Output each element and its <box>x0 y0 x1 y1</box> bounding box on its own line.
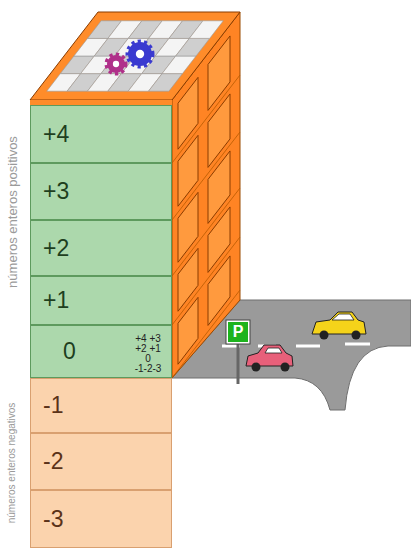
roof-tile <box>149 74 183 92</box>
floor-band: +1 <box>30 276 172 325</box>
floor-band: -3 <box>30 490 172 548</box>
floor-number: +1 <box>43 289 69 312</box>
floor-number: -3 <box>43 508 63 531</box>
floor-number: +3 <box>43 180 69 203</box>
panel-number: -1-2-3 <box>135 364 162 374</box>
floor-number: -2 <box>43 450 63 473</box>
floor-band: +2 <box>30 220 172 276</box>
floor-number: +2 <box>43 237 69 260</box>
window <box>208 256 230 325</box>
axis-label: números enteros positivos <box>6 136 19 288</box>
gear-hole <box>136 50 144 58</box>
yellow-car <box>312 312 366 340</box>
window <box>178 297 198 364</box>
gear-hole <box>113 61 119 67</box>
axis-label: números enteros negativos <box>7 403 17 524</box>
parking-sign <box>226 320 250 384</box>
floor-band: +3 <box>30 163 172 220</box>
panel-number: +2 +1 <box>135 344 161 354</box>
floor-number: +4 <box>43 123 69 146</box>
roof-rim <box>30 12 240 100</box>
panel-number: +4 +3 <box>135 334 161 344</box>
roof-tile <box>189 21 223 39</box>
gear <box>107 55 125 73</box>
floor-number: 0 <box>63 340 76 363</box>
roof-tile <box>176 38 210 56</box>
building-roof <box>30 12 240 100</box>
floor-number: -1 <box>43 394 63 417</box>
floor-band: +4 <box>30 105 172 163</box>
pink-car <box>246 345 293 372</box>
floor-band: -2 <box>30 433 172 490</box>
panel-number: 0 <box>145 354 151 364</box>
roof-tile <box>162 56 196 74</box>
floor-band: -1 <box>30 378 172 433</box>
gear <box>128 42 152 66</box>
parking-letter: P <box>233 324 244 340</box>
